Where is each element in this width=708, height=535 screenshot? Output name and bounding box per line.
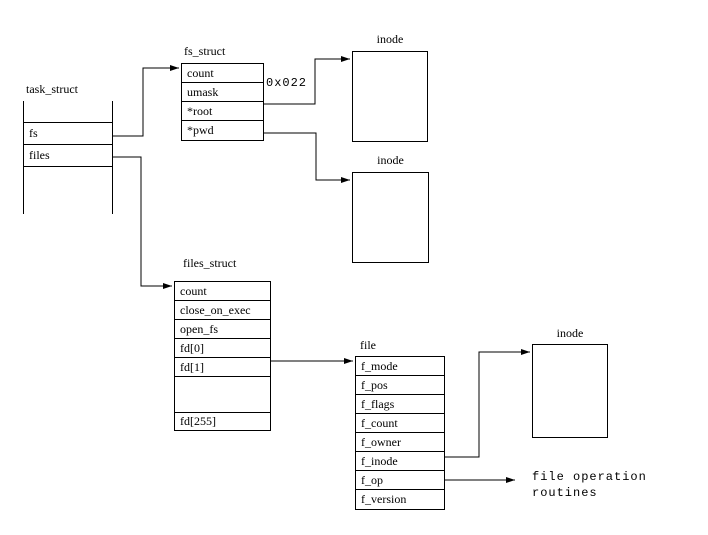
connector-finode-to-inode-right xyxy=(444,349,530,458)
inode-right-title: inode xyxy=(556,326,584,340)
file-row-f-owner: f_owner xyxy=(356,433,444,452)
files-struct-row-ellipsis xyxy=(175,377,270,413)
file-row-f-flags: f_flags xyxy=(356,395,444,414)
connector-root-to-inode-top xyxy=(263,56,350,105)
file-box: f_mode f_pos f_flags f_count f_owner f_i… xyxy=(355,356,445,510)
inode-mid-box xyxy=(352,172,429,263)
inode-top-title: inode xyxy=(376,32,404,46)
file-operation-routines-label-line2: routines xyxy=(532,486,598,500)
task-struct-empty-cell xyxy=(24,101,112,123)
task-struct-box: fs files xyxy=(23,101,113,214)
fs-struct-row-count: count xyxy=(182,64,263,83)
files-struct-row-fd0: fd[0] xyxy=(175,339,270,358)
umask-value-label: 0x022 xyxy=(266,76,308,90)
files-struct-row-count: count xyxy=(175,282,270,301)
fs-struct-box: count umask *root *pwd xyxy=(181,63,264,141)
files-struct-row-open-fs: open_fs xyxy=(175,320,270,339)
connector-pwd-to-inode-mid xyxy=(263,132,350,183)
fs-struct-row-root: *root xyxy=(182,102,263,121)
connector-files-to-files-struct xyxy=(112,156,172,289)
file-row-f-count: f_count xyxy=(356,414,444,433)
task-struct-row-files: files xyxy=(24,145,112,167)
inode-top-box xyxy=(352,51,428,142)
task-struct-title: task_struct xyxy=(26,82,78,96)
files-struct-row-fd1: fd[1] xyxy=(175,358,270,377)
files-struct-title: files_struct xyxy=(183,256,237,270)
connector-fs-to-fs-struct xyxy=(112,65,179,137)
file-row-f-version: f_version xyxy=(361,492,407,506)
file-row-f-pos: f_pos xyxy=(356,376,444,395)
fs-struct-row-pwd: *pwd xyxy=(187,123,214,137)
task-struct-row-fs: fs xyxy=(24,123,112,145)
fs-struct-row-umask: umask xyxy=(182,83,263,102)
file-row-f-inode: f_inode xyxy=(356,452,444,471)
inode-right-box xyxy=(532,344,608,438)
files-struct-box: count close_on_exec open_fs fd[0] fd[1] … xyxy=(174,281,271,431)
files-struct-row-fd255: fd[255] xyxy=(180,414,216,428)
inode-mid-title: inode xyxy=(377,153,404,167)
file-row-f-op: f_op xyxy=(356,471,444,490)
file-operation-routines-label-line1: file operation xyxy=(532,470,647,484)
file-row-f-mode: f_mode xyxy=(356,357,444,376)
file-title: file xyxy=(360,338,376,352)
fs-struct-title: fs_struct xyxy=(184,44,226,58)
files-struct-row-close-on-exec: close_on_exec xyxy=(175,301,270,320)
